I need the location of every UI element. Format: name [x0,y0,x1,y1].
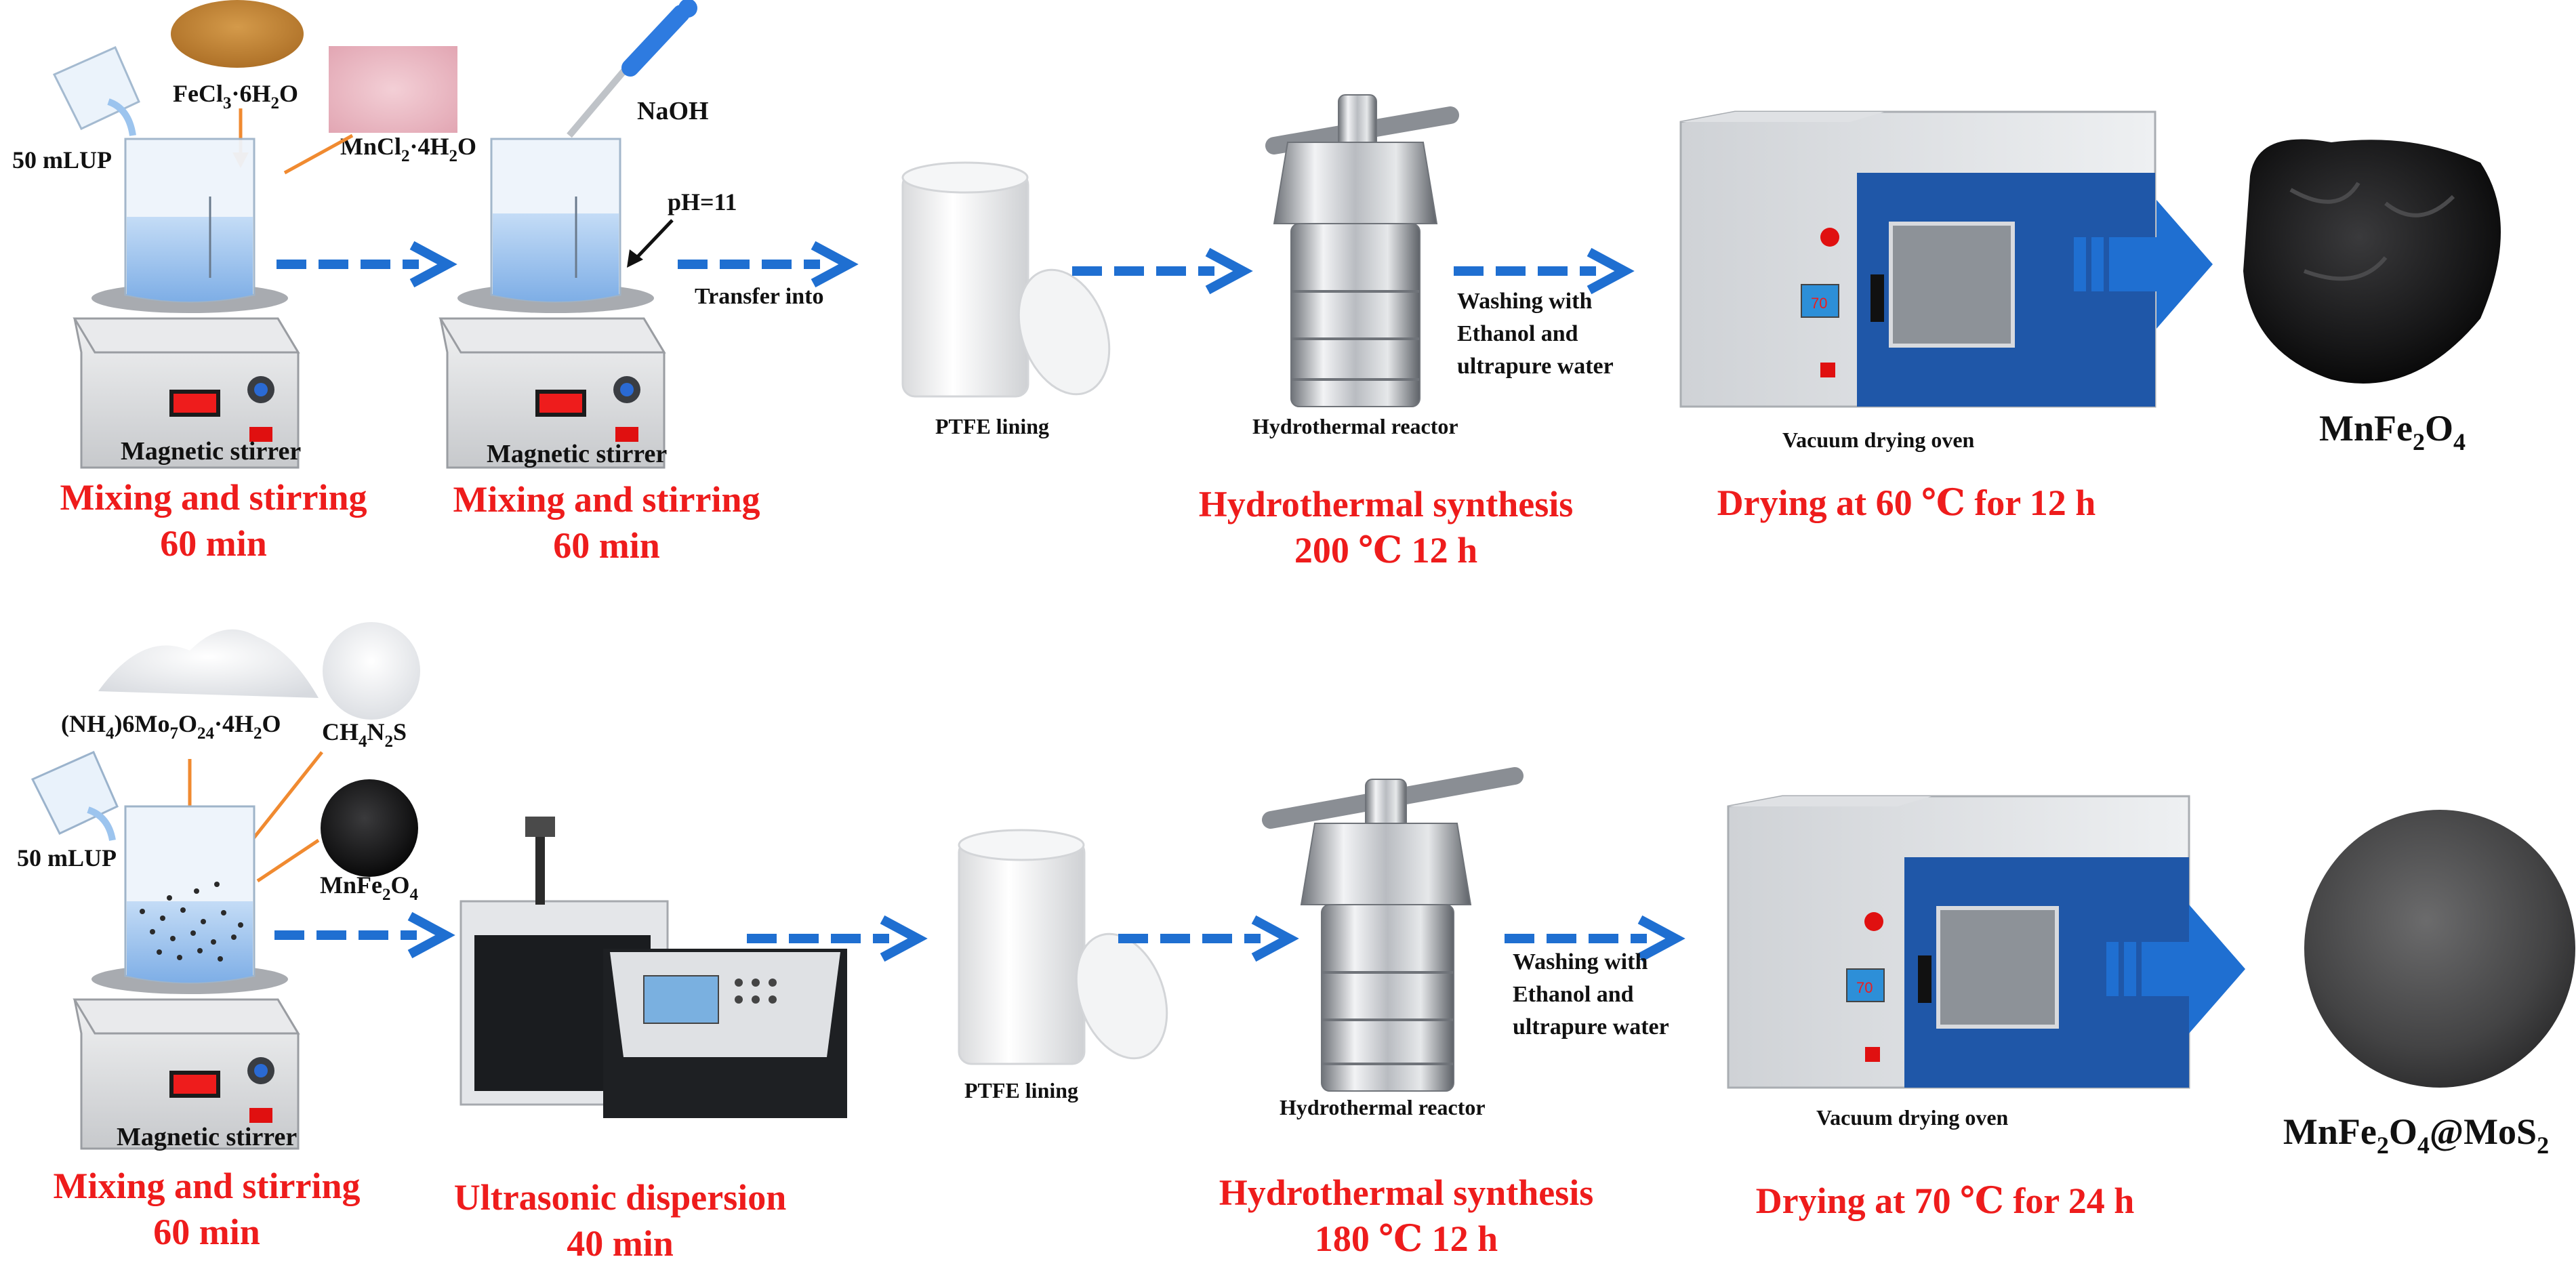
mnfe2o4-powder-icon [2243,139,2501,384]
step-3-duration: 60 min [153,1212,260,1252]
hydro-step-1-conditions: 200 ℃ 12 h [1294,530,1477,571]
wash-2-line2: Ethanol and [1513,982,1634,1007]
hydro-step-2-conditions: 180 ℃ 12 h [1315,1218,1498,1259]
flow-arrow-1 [277,245,447,283]
mncl2-label: MnCl2·4H2O [340,133,476,165]
step-1-title: Mixing and stirring [60,477,367,518]
step-2-title: Mixing and stirring [453,479,760,520]
step-3-title: Mixing and stirring [53,1166,360,1206]
manganese-chloride-powder-icon [329,46,457,133]
step-2-duration: 60 min [553,525,660,566]
thiourea-label: CH4N2S [322,718,407,751]
oven-2-display: 70 [1856,979,1873,996]
magnetic-stirrer-1-icon [73,138,300,469]
mncl2-arrow [283,133,354,175]
mnfe2o4-mos2-powder-icon [2304,810,2575,1088]
ph-label: pH=11 [668,188,737,215]
hydrothermal-reactor-1-icon [1265,94,1459,407]
product-2-label: MnFe2O4@MoS2 [2283,1111,2549,1159]
pipette-icon [567,0,697,138]
oven-1-display: 70 [1811,295,1827,312]
hydrothermal-reactor-2-icon [1262,767,1524,1092]
mnfe2o4-reagent-label: MnFe2O4 [320,871,418,904]
wash-1-line2: Ethanol and [1457,321,1578,346]
reactor-2-label: Hydrothermal reactor [1280,1095,1486,1119]
dry-step-1: Drying at 60 ℃ for 12 h [1717,482,2096,523]
wash-1-line1: Washing with [1457,289,1592,314]
magnetic-stirrer-2-icon [439,138,666,469]
ptfe-lining-1-icon [901,161,1111,398]
stirrer-2-label: Magnetic stirrer [487,440,667,468]
oven-1-label: Vacuum drying oven [1782,428,1975,452]
naoh-label: NaOH [637,97,709,125]
pouring-beaker-icon [52,46,140,136]
wash-2-line1: Washing with [1513,949,1648,974]
step-1-duration: 60 min [160,523,267,564]
volume-label: 50 mLUP [12,146,112,173]
volume-label-2: 50 mLUP [17,844,117,871]
flow-arrow-2 [678,245,849,283]
wash-2-line3: ultrapure water [1513,1014,1669,1040]
ferric-chloride-powder-icon [171,0,304,68]
mnfe2o4-reagent-icon [321,779,418,877]
hydro-step-2-title: Hydrothermal synthesis [1219,1172,1594,1213]
fecl3-label: FeCl3·6H2O [173,80,298,112]
vacuum-oven-1-icon: 70 [1679,110,2156,408]
flow-arrow-3 [1072,252,1243,290]
wash-1-line3: ultrapure water [1457,354,1614,379]
molybdate-label: (NH4)6Mo7O24·4H2O [61,710,281,743]
ptfe-lining-1-label: PTFE lining [935,414,1049,438]
ptfe-lining-2-icon [958,829,1168,1065]
transfer-label: Transfer into [695,284,823,309]
magnetic-stirrer-3-icon [73,805,300,1150]
ultrasonic-step-title: Ultrasonic dispersion [454,1177,787,1218]
ph-arrow [632,219,674,262]
dry-step-2: Drying at 70 ℃ for 24 h [1756,1180,2135,1221]
reactor-1-label: Hydrothermal reactor [1252,414,1458,438]
oven-2-label: Vacuum drying oven [1816,1105,2009,1130]
flow-arrow-5 [274,916,445,954]
flow-arrow-4 [1454,252,1624,290]
stirrer-1-label: Magnetic stirrer [121,437,301,466]
ultrasonic-disperser-icon [459,817,847,1118]
ammonium-molybdate-powder-icon [98,629,319,698]
ptfe-lining-2-label: PTFE lining [964,1078,1078,1103]
thiourea-powder-icon [323,622,420,720]
pouring-beaker-2-icon [30,751,119,842]
product-1-label: MnFe2O4 [2319,408,2466,455]
vacuum-oven-2-icon: 70 [1727,795,2190,1089]
hydro-step-1-title: Hydrothermal synthesis [1199,484,1574,524]
ultrasonic-step-duration: 40 min [567,1223,674,1264]
stirrer-3-label: Magnetic stirrer [117,1123,297,1151]
